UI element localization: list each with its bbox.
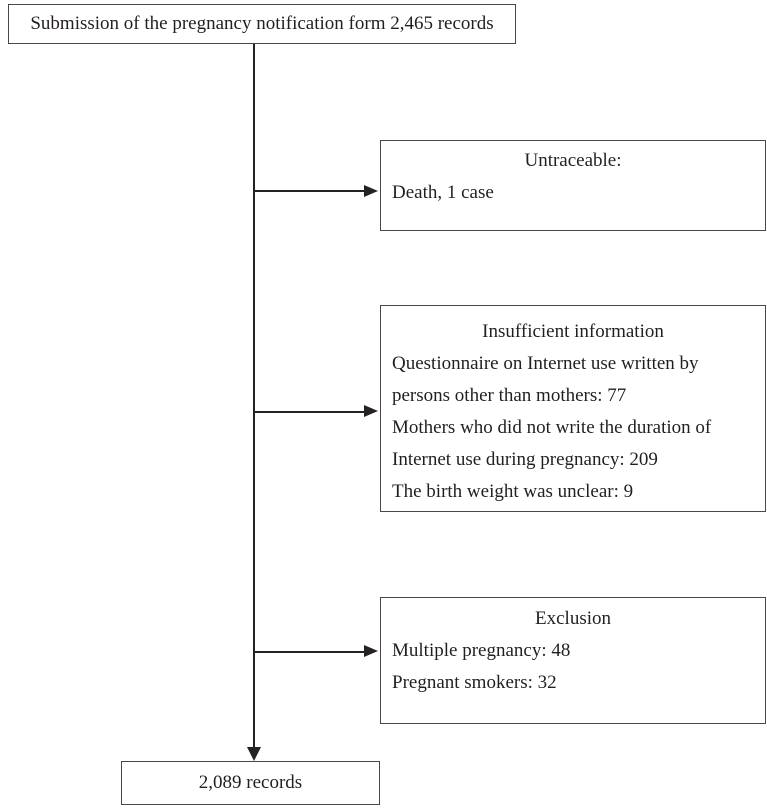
down-arrowhead-icon (247, 747, 261, 761)
right-arrowhead-icon (364, 185, 378, 197)
insufficient-information-title: Insufficient information (482, 321, 664, 342)
start-node-label: Submission of the pregnancy notification… (30, 13, 494, 34)
right-arrowhead-icon (364, 645, 378, 657)
start-node: Submission of the pregnancy notification… (8, 4, 516, 44)
end-node: 2,089 records (121, 761, 380, 805)
exclusion-box: Exclusion Multiple pregnancy: 48 Pregnan… (380, 597, 766, 724)
main-flow-line (253, 44, 255, 747)
insufficient-information-line: persons other than mothers: 77 (392, 385, 627, 406)
exclusion-title: Exclusion (535, 608, 611, 629)
untraceable-title: Untraceable: (524, 150, 622, 171)
exclusion-line: Pregnant smokers: 32 (392, 672, 557, 693)
insufficient-information-line: The birth weight was unclear: 9 (392, 481, 634, 502)
untraceable-box: Untraceable: Death, 1 case (380, 140, 766, 231)
branch-line-insufficient-information (254, 411, 365, 413)
insufficient-information-line: Mothers who did not write the duration o… (392, 417, 712, 438)
exclusion-line: Multiple pregnancy: 48 (392, 640, 571, 661)
insufficient-information-line: Internet use during pregnancy: 209 (392, 449, 658, 470)
end-node-label: 2,089 records (198, 772, 303, 793)
insufficient-information-line: Questionnaire on Internet use written by (392, 353, 699, 374)
branch-line-exclusion (254, 651, 365, 653)
branch-line-untraceable (254, 190, 365, 192)
untraceable-line: Death, 1 case (392, 182, 494, 203)
insufficient-information-box: Insufficient information Questionnaire o… (380, 305, 766, 512)
right-arrowhead-icon (364, 405, 378, 417)
